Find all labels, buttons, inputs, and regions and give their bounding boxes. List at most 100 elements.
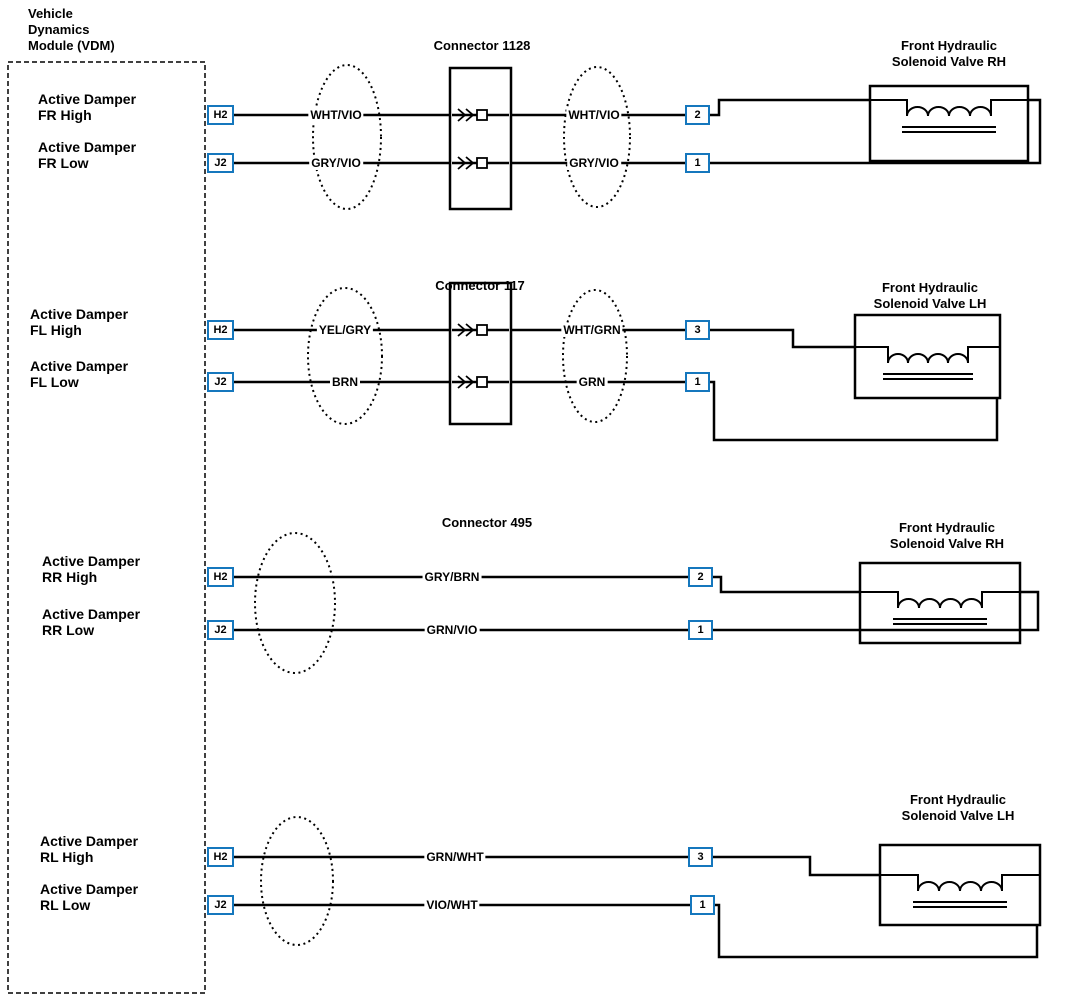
valve-label-line: Solenoid Valve LH [901,808,1015,823]
vdm-pin-j2-rr: J2 [207,620,234,640]
signal-label: Active Damper [40,881,139,897]
signal-label: RR High [42,569,98,585]
terminal-arrows-icon [457,375,475,389]
wire-color-label: GRY/VIO [309,156,363,170]
wire-high-to-valve [713,575,860,594]
connector-label: Connector 117 [435,278,525,293]
terminal-square-icon [476,324,488,336]
solenoid-coil-icon [880,874,1040,892]
valve-label-line: Front Hydraulic [900,38,998,53]
twisted-pair-right-ellipse [563,66,631,208]
valve-label-line: Front Hydraulic [909,792,1007,807]
valve-box [858,561,1022,645]
terminal-arrows-icon [457,156,475,170]
valve-label-line: Solenoid Valve LH [873,296,987,311]
valve-box [878,843,1042,927]
vdm-pin-h2-fl: H2 [207,320,234,340]
coil-core-icon [883,373,973,380]
valve-label: Front Hydraulic Solenoid Valve RH [890,520,1004,552]
coil-core-icon [913,901,1007,908]
signal-label: Active Damper [30,358,129,374]
signal-label: RR Low [42,622,95,638]
wire-color-label: GRY/BRN [422,570,482,584]
valve-label-line: Solenoid Valve RH [889,536,1005,551]
coil-core-icon [902,126,996,133]
wire-color-label: GRY/VIO [567,156,621,170]
solenoid-coil-icon [855,346,1000,364]
signal-label: Active Damper [42,606,141,622]
signal-label: Active Damper [42,553,141,569]
twisted-pair-left-ellipse [254,532,336,674]
wire-color-label: GRN [576,375,608,389]
vdm-pin-h2-rr: H2 [207,567,234,587]
signal-label: Active Damper [40,833,139,849]
vdm-pin-j2-fl: J2 [207,372,234,392]
module-title: Vehicle Dynamics Module (VDM) [28,6,115,54]
valve-label-line: Front Hydraulic [898,520,996,535]
vdm-pin-h2-rl: H2 [207,847,234,867]
signal-label: Active Damper [38,91,137,107]
wire-high-to-valve [710,328,855,349]
vdm-pin-h2-fr: H2 [207,105,234,125]
valve-pin-rr-low: 1 [688,620,713,640]
signal-label: FL High [30,322,82,338]
wire-high-to-valve [710,98,870,117]
signal-label: FR High [38,107,92,123]
solenoid-coil-icon [860,591,1020,609]
coil-core-icon [893,618,987,625]
wire-color-label: GRN/WHT [424,850,486,864]
circuit-rr [234,532,1040,674]
vdm-pin-j2-fr: J2 [207,153,234,173]
wire-color-label: GRN/VIO [424,623,480,637]
signal-label: RL Low [40,897,91,913]
valve-label-line: Front Hydraulic [881,280,979,295]
vdm-boundary-box [7,61,206,994]
valve-box [853,313,1002,400]
terminal-arrows-icon [457,323,475,337]
terminal-square-icon [476,157,488,169]
valve-label-line: Solenoid Valve RH [891,54,1007,69]
signal-label: Active Damper [38,139,137,155]
signal-label: Active Damper [30,306,129,322]
circuit-rl [234,816,1042,959]
valve-box [868,84,1030,163]
connector-box [448,66,513,211]
wire-color-label: WHT/GRN [561,323,623,337]
module-title-line: Dynamics [28,22,90,37]
signal-label: FL Low [30,374,79,390]
wire-color-label: WHT/VIO [308,108,364,122]
twisted-pair-left-ellipse [260,816,334,946]
wire-low-to-valve [713,590,1040,632]
vdm-pin-j2-rl: J2 [207,895,234,915]
solenoid-coil-icon [870,99,1028,117]
wire-color-label: YEL/GRY [316,323,374,337]
twisted-pair-left-ellipse [312,64,382,210]
signal-label: FR Low [38,155,89,171]
twisted-pair-left-ellipse [307,287,383,425]
wire-high-to-valve [713,855,880,877]
connector-label: Connector 1128 [433,38,531,53]
connector-label: Connector 495 [441,515,533,530]
terminal-square-icon [476,109,488,121]
signal-label: RL High [40,849,94,865]
valve-pin-fr-high: 2 [685,105,710,125]
valve-pin-fl-high: 3 [685,320,710,340]
wire-low-to-valve [715,903,1039,959]
valve-label: Front Hydraulic Solenoid Valve RH [892,38,1006,70]
circuit-fr [234,64,1042,211]
wire-color-label: WHT/VIO [566,108,622,122]
wire-low-to-valve [710,98,1042,165]
valve-pin-fr-low: 1 [685,153,710,173]
module-title-line: Vehicle [28,6,73,21]
module-title-line: Module (VDM) [28,38,115,53]
terminal-arrows-icon [457,108,475,122]
connector-box [448,281,513,426]
terminal-square-icon [476,376,488,388]
valve-pin-rl-low: 1 [690,895,715,915]
wire-color-label: VIO/WHT [424,898,480,912]
twisted-pair-right-ellipse [562,289,628,423]
wire-color-label: BRN [330,375,360,389]
wire-low-to-valve [710,380,999,442]
